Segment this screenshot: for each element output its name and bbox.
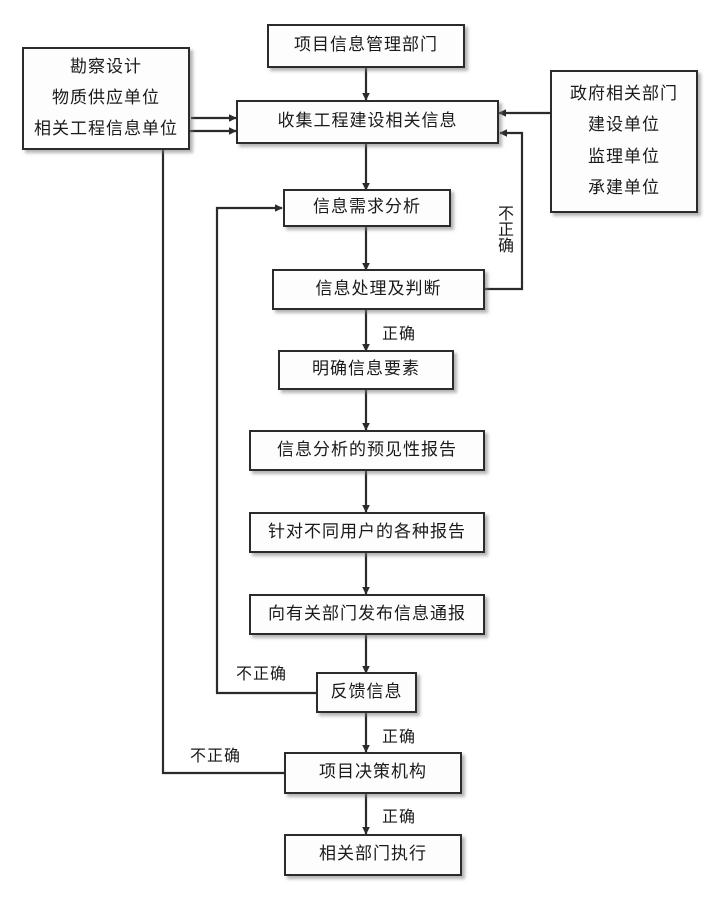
node-clarify-elements-line-0: 明确信息要素	[312, 359, 420, 380]
node-left-sources-line-1: 物质供应单位	[52, 87, 160, 108]
node-left-sources-line-2: 相关工程信息单位	[34, 119, 178, 140]
node-clarify-elements[interactable]: 明确信息要素	[278, 350, 454, 390]
node-right-sources-line-1: 建设单位	[588, 115, 660, 136]
edge-label-correct-after-decision: 正确	[382, 807, 417, 826]
node-publish-bulletin[interactable]: 向有关部门发布信息通报	[249, 594, 485, 635]
node-right-sources[interactable]: 政府相关部门 建设单位 监理单位 承建单位	[550, 70, 698, 213]
node-process-judge-line-0: 信息处理及判断	[315, 278, 442, 299]
node-left-sources[interactable]: 勘察设计 物质供应单位 相关工程信息单位	[22, 47, 190, 150]
node-feedback-info[interactable]: 反馈信息	[316, 672, 417, 713]
node-user-reports[interactable]: 针对不同用户的各种报告	[249, 512, 485, 553]
edge-label-incorrect-feedback: 不正确	[236, 664, 288, 683]
edge-label-correct-after-feedback: 正确	[382, 727, 417, 746]
edge-label-incorrect-right: 不正确	[495, 205, 514, 253]
node-foresight-report[interactable]: 信息分析的预见性报告	[249, 430, 485, 471]
node-foresight-report-line-0: 信息分析的预见性报告	[277, 439, 457, 460]
node-process-judge[interactable]: 信息处理及判断	[272, 269, 485, 310]
node-feedback-info-line-0: 反馈信息	[330, 681, 403, 702]
node-demand-analysis[interactable]: 信息需求分析	[283, 189, 451, 227]
node-left-sources-line-0: 勘察设计	[70, 56, 142, 77]
node-publish-bulletin-line-0: 向有关部门发布信息通报	[268, 603, 466, 624]
node-demand-analysis-line-0: 信息需求分析	[313, 197, 421, 218]
edge-label-correct-after-judge: 正确	[382, 324, 417, 343]
node-user-reports-line-0: 针对不同用户的各种报告	[268, 521, 466, 542]
node-collect-info-line-0: 收集工程建设相关信息	[277, 111, 458, 132]
node-right-sources-line-3: 承建单位	[588, 177, 660, 198]
node-info-mgmt-dept-line-0: 项目信息管理部门	[294, 35, 438, 56]
node-collect-info[interactable]: 收集工程建设相关信息	[236, 100, 499, 144]
edge-label-incorrect-decision: 不正确	[190, 746, 242, 765]
node-dept-execute-line-0: 相关部门执行	[319, 844, 427, 865]
node-dept-execute[interactable]: 相关部门执行	[284, 834, 462, 876]
node-right-sources-line-2: 监理单位	[588, 146, 660, 167]
node-decision-body-line-0: 项目决策机构	[319, 762, 427, 783]
node-decision-body[interactable]: 项目决策机构	[284, 752, 462, 794]
node-info-mgmt-dept[interactable]: 项目信息管理部门	[267, 24, 465, 68]
node-right-sources-line-0: 政府相关部门	[570, 84, 678, 104]
